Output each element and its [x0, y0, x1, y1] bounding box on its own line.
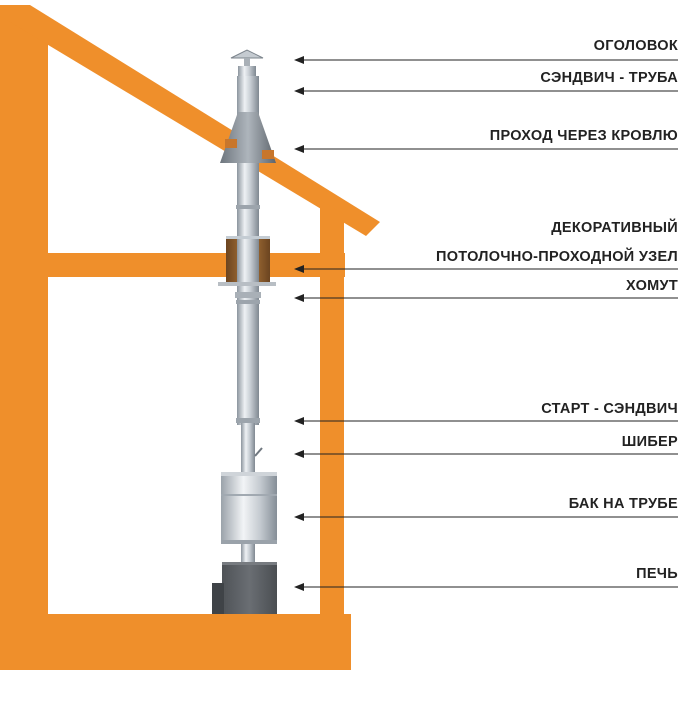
- left-wall-lower: [25, 276, 48, 616]
- right-wall: [320, 200, 344, 618]
- arrow-stove: [294, 583, 678, 591]
- stove: [212, 562, 277, 614]
- start-sandwich: [241, 423, 255, 453]
- ceiling-beam: [25, 253, 345, 277]
- left-wall-upper: [25, 20, 48, 258]
- label-start-sandwich: СТАРТ - СЭНДВИЧ: [541, 401, 678, 417]
- label-decorative: ДЕКОРАТИВНЫЙ: [551, 218, 678, 236]
- label-head: ОГОЛОВОК: [594, 38, 678, 54]
- label-damper: ШИБЕР: [622, 434, 678, 450]
- left-wall: [0, 5, 25, 670]
- floor: [25, 614, 351, 670]
- arrow-tank: [294, 513, 678, 521]
- arrow-clamp: [294, 294, 678, 302]
- tank-on-pipe: [221, 472, 277, 544]
- label-roof-pass: ПРОХОД ЧЕРЕЗ КРОВЛЮ: [490, 128, 678, 144]
- roof-slope: [0, 5, 380, 236]
- chimney: [212, 49, 277, 614]
- arrow-damper: [294, 450, 678, 458]
- label-clamp: ХОМУТ: [626, 278, 678, 294]
- ceiling-pass-node: [218, 236, 276, 286]
- label-ceiling-node: ПОТОЛОЧНО-ПРОХОДНОЙ УЗЕЛ: [436, 247, 678, 265]
- arrow-roof-pass: [294, 145, 678, 153]
- chimney-cap: [230, 49, 264, 76]
- arrow-sandwich-pipe: [294, 87, 678, 95]
- clamp: [235, 292, 261, 298]
- stove-pipe: [241, 544, 255, 562]
- label-stove: ПЕЧЬ: [636, 566, 678, 582]
- arrow-start-sandwich: [294, 417, 678, 425]
- labels-layer: ОГОЛОВОК СЭНДВИЧ - ТРУБА ПРОХОД ЧЕРЕЗ КРОВ…: [294, 38, 678, 591]
- label-tank: БАК НА ТРУБЕ: [569, 496, 678, 512]
- damper: [241, 447, 263, 475]
- label-sandwich-pipe: СЭНДВИЧ - ТРУБА: [540, 70, 678, 86]
- arrow-head: [294, 56, 678, 64]
- house-structure: [0, 5, 380, 670]
- arrow-ceiling-node: [294, 265, 678, 273]
